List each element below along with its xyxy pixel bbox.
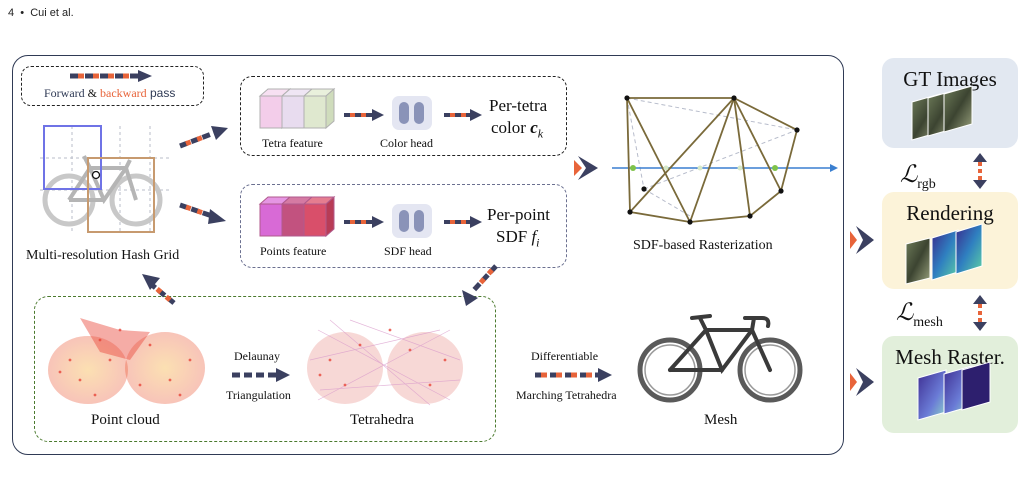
sdf-symbol: f [531,227,537,246]
chevron-right-icon [574,156,598,180]
geometry-pipeline-box [34,296,496,442]
tetrahedron-raster-icon [612,95,838,225]
pointcloud-to-hashgrid-arrow-icon [142,274,176,305]
mesh-raster-panel: Mesh Raster. [882,336,1018,433]
point-cloud-label: Point cloud [91,412,160,428]
gt-images-panel: GT Images [882,58,1018,148]
header-authors: Cui et al. [30,7,74,19]
triangulation-label: Triangulation [226,388,291,402]
points-feature-label: Points feature [260,244,327,258]
gt-images-thumbnail-icon [911,85,973,141]
sdf-to-tetrahedra-arrow-icon [462,264,498,306]
per-point-label: Per-point [487,205,550,224]
rgb-loss-label: ℒrgb [900,160,936,193]
legend-forward: Forward [44,86,85,100]
color-ck-label: color ck [491,118,543,141]
rendering-title: Rendering [906,201,994,225]
differentiable-label: Differentiable [531,349,599,363]
tetra-feature-label: Tetra feature [262,136,323,150]
points-to-head-arrow-icon [344,216,384,228]
hash-to-sdf-arrow-icon [179,202,226,224]
marching-tetrahedra-label: Marching Tetrahedra [516,388,617,402]
rasterization-label: SDF-based Rasterization [633,238,773,253]
feature-to-head-arrow-icon [344,109,384,121]
mesh-label: Mesh [704,412,738,428]
legend-arrow-icon [70,70,152,82]
chevron-right-icon [850,226,874,254]
legend-backward: backward [100,86,147,100]
main-frame [12,55,844,455]
mesh-raster-thumbnail-icon [917,361,991,421]
sdf-head-icon [392,204,432,238]
color-prefix: color [491,118,531,137]
header-bullet: • [20,7,25,19]
chevron-right-icon [850,368,874,396]
gt-images-title: GT Images [903,67,997,91]
hash-grid-icon [40,125,170,233]
tetrahedra-icon [307,319,463,406]
legend-box [21,66,204,106]
color-subscript: k [537,126,544,141]
legend-amp: & [84,86,101,100]
point-cloud-icon [48,318,205,404]
mesh-loss-arrow-icon [973,295,987,331]
mesh-loss-sub: mesh [913,314,943,330]
tetra-feature-icon [258,87,336,130]
tetrahedra-label: Tetrahedra [350,412,414,428]
mesh-loss-label: ℒmesh [896,298,943,331]
sdf-head-to-output-arrow-icon [444,216,482,228]
color-head-icon [392,96,432,130]
delaunay-label: Delaunay [234,349,280,363]
color-branch-box [240,76,567,156]
page-header: 4 • Cui et al. [8,7,74,19]
mesh-bike-icon [637,314,803,403]
color-head-label: Color head [380,136,433,150]
per-tetra-label: Per-tetra [489,96,548,115]
head-to-output-arrow-icon [444,109,482,121]
sdf-fi-label: SDF fi [496,227,540,250]
rgb-loss-symbol: ℒ [900,162,918,188]
color-symbol: c [530,118,538,137]
sdf-head-label: SDF head [384,244,432,258]
rgb-loss-arrow-icon [973,153,987,189]
mesh-loss-symbol: ℒ [896,300,914,326]
legend-pass: pass [146,86,176,100]
hash-grid-label: Multi-resolution Hash Grid [26,248,180,263]
hash-to-color-arrow-icon [179,126,228,149]
delaunay-arrow-icon [232,368,290,382]
points-feature-icon [258,195,336,238]
marching-tetrahedra-arrow-icon [535,368,612,382]
sdf-subscript: i [536,235,540,250]
page-number: 4 [8,7,15,19]
sdf-prefix: SDF [496,227,532,246]
sdf-branch-box [240,184,567,268]
rgb-loss-sub: rgb [917,176,936,192]
rendering-thumbnail-icon [905,223,983,285]
legend-label: Forward & backward pass [44,86,175,101]
